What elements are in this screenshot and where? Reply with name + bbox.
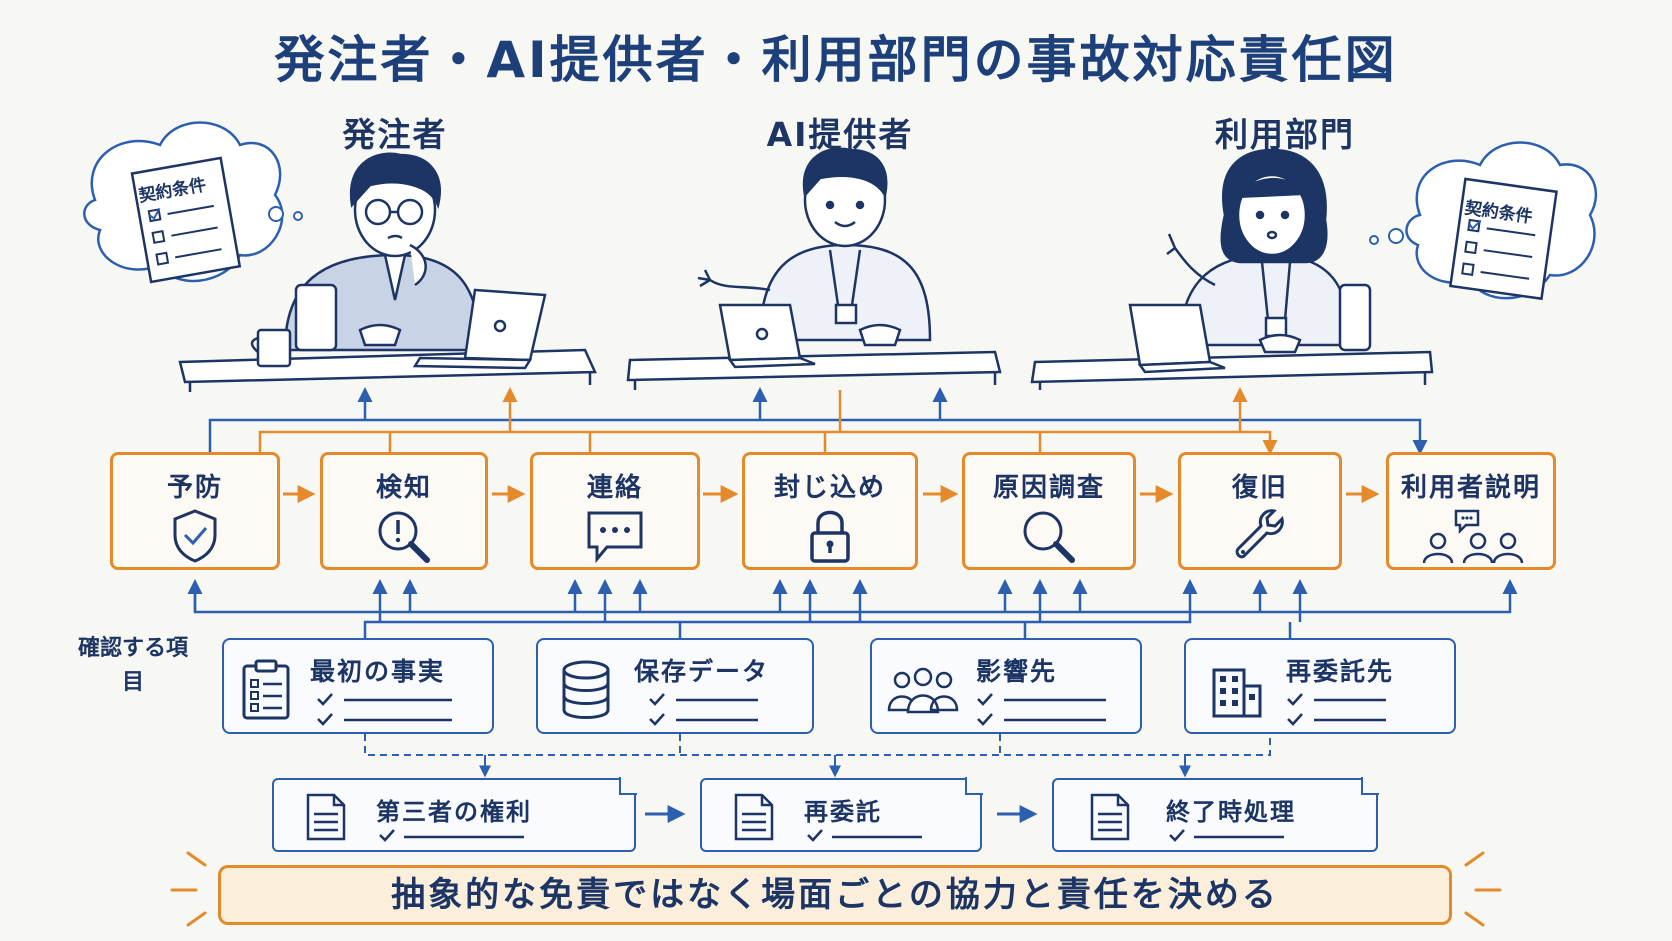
orderer-desk	[178, 288, 597, 392]
check-item-label: 最初の事実	[310, 657, 446, 686]
step-box-communication: 連絡	[530, 452, 700, 570]
thought-bubble-left	[83, 121, 303, 284]
check-list-lines	[1287, 693, 1386, 726]
user-department-person-illustration	[1166, 148, 1352, 354]
check-box-first-facts: 最初の事実	[222, 638, 494, 734]
step-label: 連絡	[586, 473, 643, 503]
role-label-ai-provider: AI提供者	[766, 115, 914, 154]
document-icon	[734, 793, 774, 841]
role-label-orderer: 発注者	[342, 115, 448, 154]
check-box-affected-parties: 影響先	[870, 638, 1142, 734]
step-label: 利用者説明	[1400, 473, 1541, 503]
step-box-user-explanation: 利用者説明	[1386, 452, 1556, 570]
wrench-icon	[1235, 509, 1284, 559]
banner-sparkles	[170, 851, 1502, 927]
check-list-lines	[649, 693, 758, 726]
contract-box-third-party-rights: 第三者の権利	[272, 777, 637, 852]
group-icon	[887, 667, 959, 714]
step-box-recovery: 復旧	[1178, 452, 1342, 570]
step-label: 復旧	[1231, 473, 1288, 503]
check-section-label: 確認する項目	[78, 636, 189, 695]
check-list-lines	[317, 693, 452, 726]
step-box-prevention: 予防	[110, 452, 280, 570]
magnifier-icon	[1023, 511, 1075, 563]
people-talking-icon	[1422, 509, 1524, 564]
step-box-root-cause: 原因調査	[962, 452, 1136, 570]
conclusion-banner: 抽象的な免責ではなく場面ごとの協力と責任を決める	[218, 865, 1452, 925]
contract-box-termination-handling: 終了時処理	[1052, 777, 1379, 852]
upper-connectors	[208, 387, 1428, 455]
folded-corner	[619, 777, 637, 795]
thought-bubble-right	[1369, 141, 1598, 301]
clipboard-icon	[242, 659, 290, 720]
check-list-lines	[977, 693, 1106, 726]
check-list-lines	[807, 829, 922, 842]
diagram-title: 発注者・AI提供者・利用部門の事故対応責任図	[274, 31, 1398, 89]
chat-bubble-icon	[587, 511, 643, 564]
folded-corner	[965, 777, 983, 795]
magnifier-alert-icon	[378, 511, 430, 563]
step-label: 封じ込め	[773, 473, 886, 503]
dashed-connectors	[364, 734, 1271, 778]
step-label: 原因調査	[992, 473, 1105, 503]
document-icon	[1090, 793, 1130, 841]
check-item-label: 保存データ	[634, 657, 770, 686]
contract-item-label: 第三者の権利	[376, 798, 532, 826]
user-department-desk	[1030, 283, 1434, 390]
document-icon	[306, 793, 346, 841]
check-box-stored-data: 保存データ	[536, 638, 814, 734]
lock-icon	[810, 510, 850, 563]
building-icon	[1212, 668, 1262, 718]
lower-connectors	[187, 579, 1518, 638]
contract-item-label: 再委託	[804, 798, 882, 826]
check-box-subcontractors: 再委託先	[1184, 638, 1456, 734]
orderer-person-illustration	[283, 152, 482, 352]
step-label: 検知	[375, 473, 432, 503]
check-item-label: 影響先	[976, 657, 1058, 686]
contract-box-subcontracting: 再委託	[700, 777, 983, 852]
role-label-user-department: 利用部門	[1215, 115, 1355, 154]
check-list-lines	[379, 829, 524, 842]
contract-item-label: 終了時処理	[1166, 798, 1296, 826]
shield-check-icon	[173, 509, 217, 563]
step-box-detection: 検知	[320, 452, 488, 570]
step-box-containment: 封じ込め	[742, 452, 918, 570]
database-icon	[562, 660, 610, 719]
check-item-label: 再委託先	[1286, 657, 1395, 686]
step-label: 予防	[166, 473, 223, 503]
folded-corner	[1361, 777, 1379, 795]
ai-provider-person-illustration	[697, 147, 932, 347]
ai-provider-desk	[626, 303, 1002, 390]
check-list-lines	[1169, 829, 1284, 842]
